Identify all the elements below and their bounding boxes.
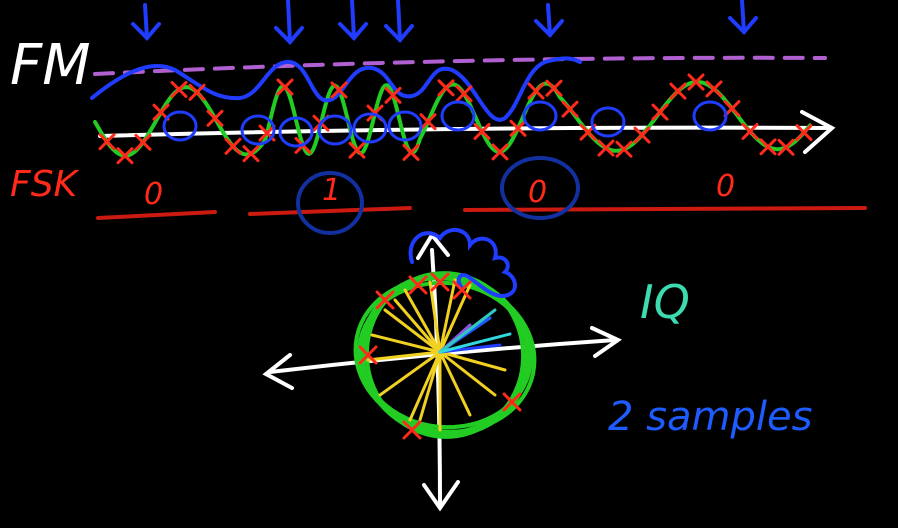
sample-x-mark-icon	[615, 140, 633, 158]
iq-vector	[438, 350, 507, 372]
sample-x-mark-icon	[502, 392, 522, 412]
sample-circle-icon	[387, 110, 423, 142]
iq-vector	[418, 350, 442, 422]
time-axis-arrow-icon	[98, 110, 836, 154]
iq-vector	[393, 298, 442, 354]
sample-x-mark-icon	[509, 119, 527, 137]
sample-x-mark-icon	[384, 86, 402, 104]
sample-x-mark-icon	[188, 83, 206, 101]
down-arrow-icon	[131, 3, 161, 41]
iq-label: IQ	[640, 275, 690, 329]
bit-highlight-ellipse	[500, 156, 580, 220]
sample-x-mark-icon	[408, 275, 428, 295]
iq-vector	[438, 283, 472, 354]
sample-x-mark-icon	[597, 139, 615, 157]
iq-vector	[403, 288, 442, 354]
sample-circle-icon	[352, 112, 388, 144]
sample-x-mark-icon	[170, 80, 188, 98]
sample-x-mark-icon	[723, 100, 741, 118]
fsk-label: FSK	[10, 164, 80, 205]
sample-x-mark-icon	[687, 73, 705, 91]
sample-circle-icon	[278, 116, 314, 148]
iq-diagram	[262, 228, 623, 512]
sample-x-mark-icon	[330, 81, 348, 99]
sample-x-mark-icon	[116, 147, 134, 165]
sample-x-mark-icon	[527, 82, 545, 100]
sample-x-mark-icon	[419, 113, 437, 131]
sample-x-mark-icon	[777, 138, 795, 156]
sample-x-mark-icon	[375, 290, 395, 310]
sample-x-mark-icon	[491, 143, 509, 161]
iq-vector	[366, 350, 442, 362]
sample-circle-icon	[590, 106, 626, 138]
sample-x-mark-icon	[741, 122, 759, 140]
sample-x-mark-icon	[98, 133, 116, 151]
bit-label: 0	[528, 175, 547, 210]
sample-x-mark-icon	[358, 345, 378, 365]
bit-label: 0	[716, 169, 735, 204]
iq-vector	[370, 333, 442, 354]
sample-x-mark-icon	[430, 272, 450, 292]
sample-x-mark-icon	[152, 103, 170, 121]
iq-vector	[383, 308, 442, 354]
down-arrow-icon	[274, 0, 304, 45]
waveform-section: 0 1 0 0	[90, 0, 867, 235]
iq-squiggle	[408, 228, 517, 298]
bit-label: 1	[322, 173, 341, 208]
iq-circle	[353, 276, 537, 434]
sample-x-mark-icon	[759, 138, 777, 156]
sample-x-mark-icon	[437, 79, 455, 97]
sample-x-mark-icon	[633, 126, 651, 144]
iq-vector	[408, 350, 442, 422]
sample-x-mark-icon	[452, 280, 472, 300]
down-arrow-icon	[534, 3, 564, 38]
sample-x-mark-icon	[242, 145, 260, 163]
samples-label: 2 samples	[608, 394, 812, 440]
down-arrow-icon	[384, 0, 414, 43]
bit-underlines	[96, 206, 867, 220]
sample-x-mark-icon	[651, 103, 669, 121]
sample-x-mark-icon	[276, 78, 294, 96]
sample-x-mark-icon	[561, 100, 579, 118]
sample-x-mark-icon	[134, 133, 152, 151]
sample-x-mark-icon	[669, 82, 687, 100]
iq-vector	[428, 280, 442, 354]
sample-x-mark-icon	[402, 420, 422, 440]
sample-circle-icon	[522, 100, 558, 132]
bit-highlight-ellipse	[296, 171, 364, 235]
sample-circle-icon	[692, 100, 728, 132]
sample-x-mark-icon	[348, 141, 366, 159]
sample-circle-icon	[440, 100, 476, 132]
fm-label: FM	[10, 33, 91, 98]
threshold-dashed-line	[93, 55, 827, 76]
sample-circle-icon	[240, 114, 276, 146]
iq-vector	[438, 350, 497, 397]
sample-x-mark-icon	[473, 122, 491, 140]
down-arrow-icon	[338, 0, 368, 41]
bit-label: 0	[144, 177, 163, 212]
sample-circle-icon	[317, 114, 353, 146]
sample-x-mark-icon	[455, 85, 473, 103]
iq-highlight-vectors	[438, 308, 512, 354]
fm-envelope-curve	[90, 56, 582, 122]
sample-x-mark-icon	[705, 80, 723, 98]
sample-x-mark-icon	[206, 109, 224, 127]
down-arrow-icon	[728, 0, 758, 35]
sample-x-mark-icon	[795, 124, 813, 142]
sample-x-mark-icon	[402, 143, 420, 161]
sample-circle-icon	[162, 110, 198, 142]
sample-x-mark-icon	[224, 137, 242, 155]
iq-vector	[378, 350, 442, 397]
sample-x-mark-icon	[545, 79, 563, 97]
iq-vector	[438, 278, 457, 354]
iq-vector	[438, 350, 472, 417]
